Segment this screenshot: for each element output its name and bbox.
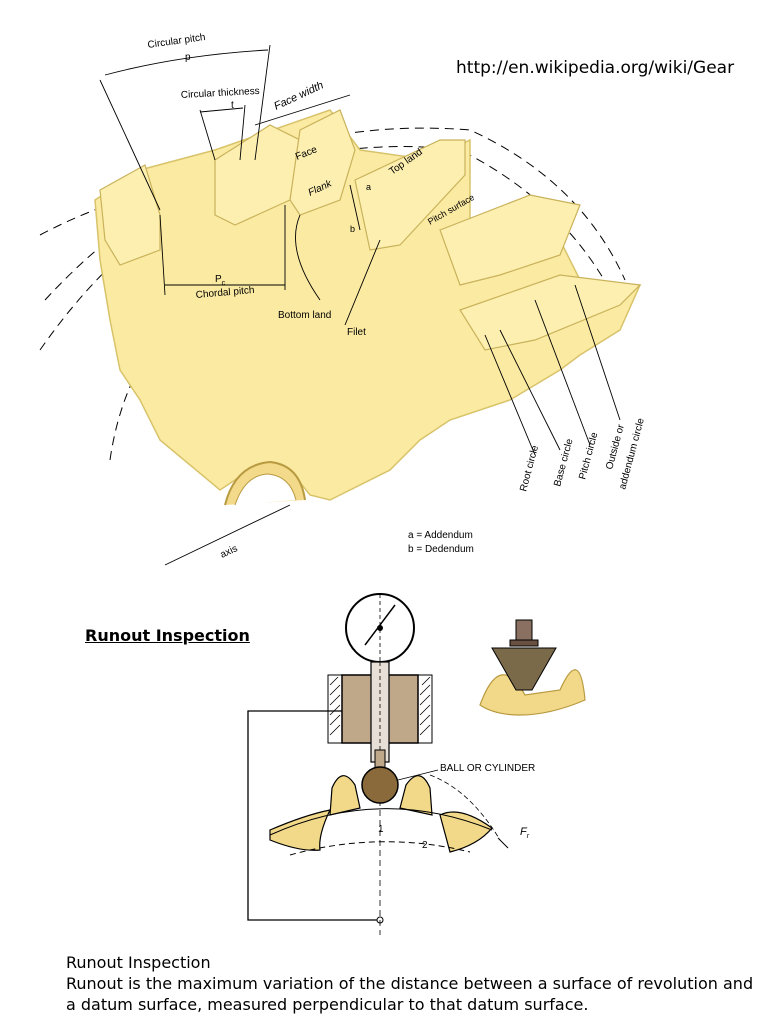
inspected-gear-teeth [269, 775, 493, 853]
label-circular-pitch: Circular pitch [147, 32, 206, 51]
label-circular-thickness: Circular thickness [181, 86, 260, 101]
dimension-lines [99, 44, 621, 566]
gear-nomenclature-diagram: Circular pitch p Circular thickness t Fa… [39, 32, 647, 566]
label-p: p [185, 52, 191, 63]
label-axis: axis [219, 543, 240, 560]
gear-teeth [99, 109, 642, 351]
probe-illustration [479, 619, 586, 716]
description-title: Runout Inspection [66, 953, 211, 972]
label-filet: Filet [347, 327, 366, 338]
runout-description: Runout Inspection Runout is the maximum … [66, 952, 756, 1015]
source-url: http://en.wikipedia.org/wiki/Gear [456, 58, 735, 78]
label-chordal-pitch: Chordal pitch [195, 285, 255, 301]
legend-dedendum: b = Dedendum [408, 544, 474, 555]
label-t: t [231, 100, 234, 111]
label-face-width: Face width [272, 79, 325, 112]
ball-or-cylinder [361, 766, 399, 804]
runout-inspection-diagram: BALL OR CYLINDER 1 2 Fr [247, 593, 586, 935]
runout-heading: Runout Inspection [85, 626, 250, 645]
label-pitch-circle: Pitch circle [577, 431, 600, 481]
legend-addendum: a = Addendum [408, 530, 473, 541]
label-fr: Fr [520, 826, 530, 840]
label-bottom-land: Bottom land [278, 310, 331, 321]
label-root-circle: Root circle [518, 444, 541, 493]
label-b: b [350, 224, 355, 234]
label-position-1: 1 [378, 824, 384, 835]
label-pc: Pc [215, 274, 226, 287]
label-ball-or-cylinder: BALL OR CYLINDER [440, 763, 535, 774]
description-body: Runout is the maximum variation of the d… [66, 974, 754, 1014]
housing-hatching [329, 676, 431, 736]
label-a: a [366, 182, 371, 192]
label-position-2: 2 [422, 840, 428, 851]
label-base-circle: Base circle [552, 437, 575, 488]
